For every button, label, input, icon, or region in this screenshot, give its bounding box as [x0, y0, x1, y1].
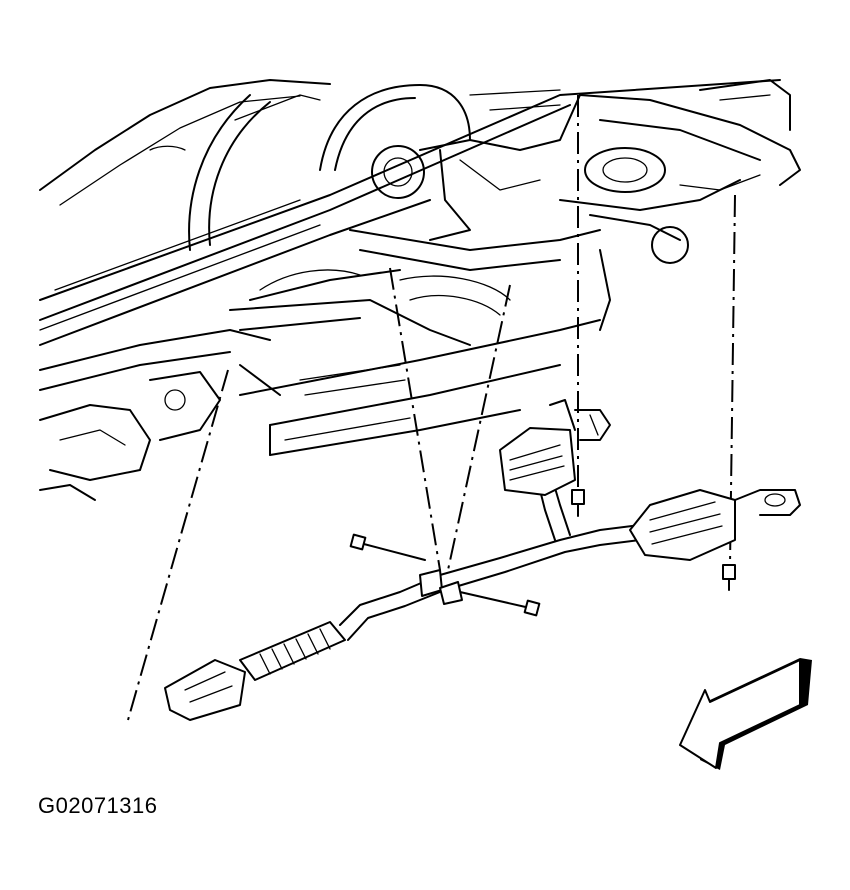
bolt-rear-right: [722, 564, 736, 591]
y-pipe: [539, 487, 571, 541]
bolt-rear-left: [571, 489, 585, 517]
intermediate-pipe: [339, 524, 641, 641]
front-flex-section: [239, 621, 346, 681]
vehicle-underbody: [39, 79, 801, 501]
figure-id-label: G02071316: [38, 793, 158, 818]
front-catalytic-converter: [164, 659, 246, 721]
front-direction-arrow-icon: [679, 658, 812, 770]
hanger-bolts: [349, 489, 736, 617]
left-rear-muffler: [499, 399, 611, 496]
right-rear-muffler: [629, 489, 801, 561]
bolt-center-right: [459, 591, 541, 617]
bolt-center-left: [349, 533, 426, 561]
exhaust-system: [164, 399, 801, 721]
